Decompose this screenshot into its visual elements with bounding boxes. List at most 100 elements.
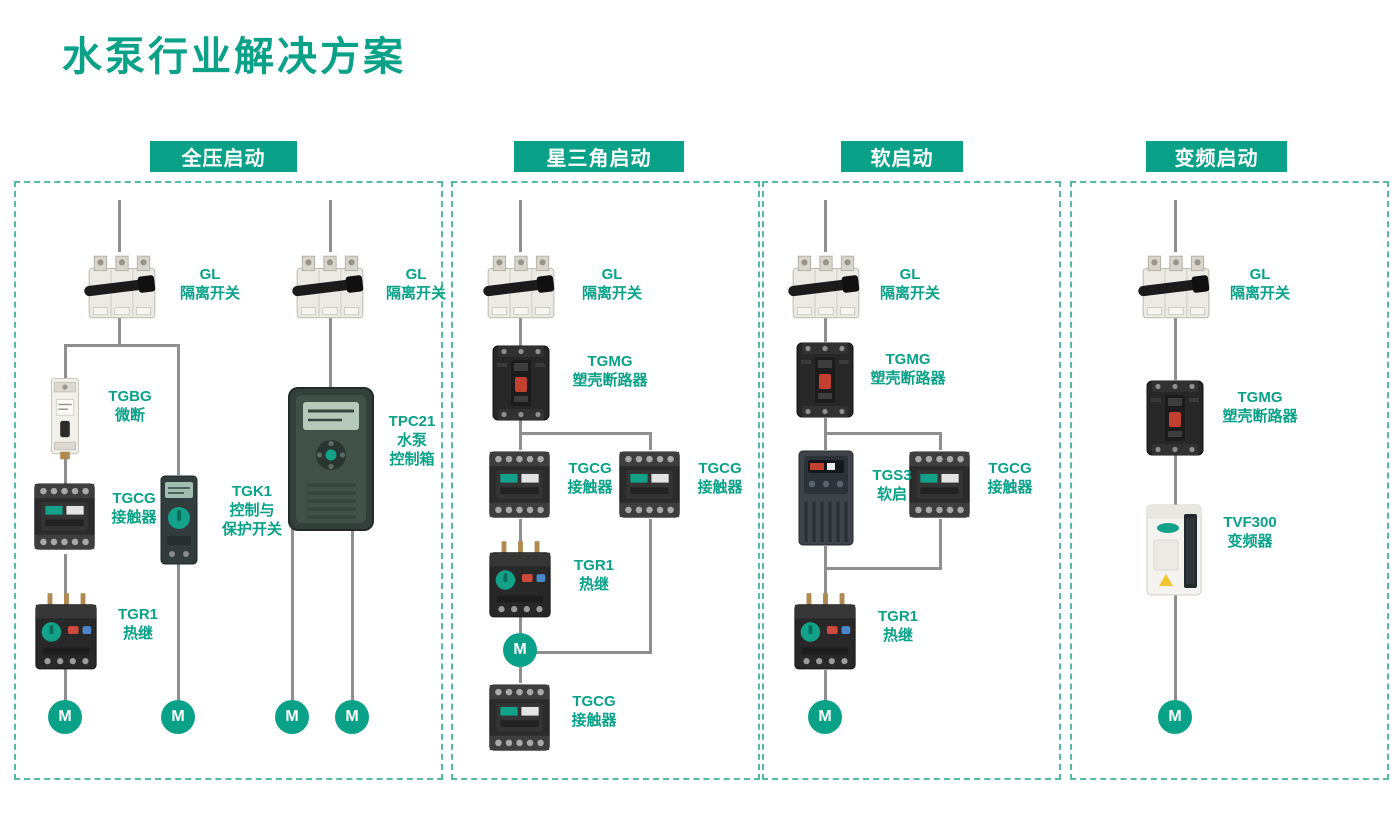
device-desc: 接触器 [571,712,617,730]
device-desc: 接触器 [567,479,613,497]
device-desc: 软启 [876,486,907,504]
device-label: GL 隔离开关 [376,265,456,303]
wire-segment [939,519,942,570]
device-code: TGBG [108,388,152,405]
wire-segment [824,567,942,570]
wire-segment [118,318,121,346]
wire-segment [64,668,67,704]
device-code: TVF300 [1223,514,1277,531]
device-code: GL [405,266,427,283]
motor-badge: M [161,700,195,734]
device-desc: 控制与 保护开关 [221,502,282,539]
wire-segment [329,318,332,388]
wire-segment [1174,455,1177,507]
tgr1-thermal-relay-icon [31,593,101,671]
device-code: TGR1 [117,606,158,623]
device-desc: 隔离开关 [581,285,642,303]
device-label: TGCG 接触器 [684,459,756,497]
device-label: TGR1 热继 [102,605,174,643]
wire-segment [824,200,827,252]
device-code: GL [601,266,623,283]
tgmg-mccb-device [489,343,553,423]
wire-segment [519,318,522,346]
device-code: TGR1 [573,557,614,574]
device-label: TGCG 接触器 [974,459,1046,497]
device-code: TGMG [1237,389,1283,406]
tgmg-mccb-device [1143,378,1207,458]
wire-segment [351,526,354,704]
device-code: GL [199,266,221,283]
section-header-star-delta-start: 星三角启动 [514,141,684,172]
device-code: TGS3 [872,467,912,484]
tgr1-thermal-relay-device [790,593,860,671]
device-code: TGK1 [231,483,272,500]
tpc21-control-box-device [286,385,376,533]
wire-segment [519,432,652,435]
wire-segment [519,432,522,450]
device-code: TGCG [988,460,1032,477]
device-label: TGMG 塑壳断路器 [856,350,960,388]
wire-segment [824,418,827,434]
tgcg-contactor-icon [485,447,554,522]
device-code: TGCG [572,693,616,710]
device-desc: 接触器 [111,509,157,527]
device-code: GL [1249,266,1271,283]
device-desc: 接触器 [987,479,1033,497]
device-desc: 热继 [578,576,609,594]
wire-segment [519,420,522,434]
device-desc: 塑壳断路器 [1222,408,1298,426]
motor-badge: M [1158,700,1192,734]
tgcg-contactor-device [30,479,99,554]
wire-segment [329,200,332,252]
tgr1-thermal-relay-icon [485,541,555,619]
device-label: TPC21 水泵 控制箱 [372,412,452,470]
wire-segment [1174,318,1177,380]
device-desc: 微断 [114,407,145,425]
device-label: TGBG 微断 [94,387,166,425]
device-desc: 塑壳断路器 [572,372,648,390]
wire-segment [64,554,67,598]
device-label: TGMG 塑壳断路器 [558,352,662,390]
device-label: TGCG 接触器 [98,489,170,527]
wire-segment [519,200,522,252]
tgs3-soft-starter-device [796,448,856,548]
device-code: GL [899,266,921,283]
device-label: TGR1 热继 [862,607,934,645]
panel-vfd-start [1070,181,1389,780]
device-desc: 热继 [122,625,153,643]
device-label: TGK1 控制与 保护开关 [208,482,296,540]
wire-segment [824,670,827,704]
device-desc: 隔离开关 [879,285,940,303]
device-desc: 热继 [882,627,913,645]
wire-segment [519,519,522,545]
tgmg-mccb-device [793,340,857,420]
device-code: TPC21 [388,413,436,430]
wire-segment [939,432,942,450]
device-label: TGCG 接触器 [554,459,626,497]
wire-segment [824,432,942,435]
tgcg-contactor-device [485,680,554,755]
wire-segment [824,432,827,450]
wire-segment [177,563,180,703]
device-label: GL 隔离开关 [870,265,950,303]
tgmg-mccb-icon [1143,378,1207,458]
motor-badge: M [808,700,842,734]
device-label: TVF300 变频器 [1206,513,1294,551]
section-header-vfd-start: 变频启动 [1146,141,1287,172]
page-title: 水泵行业解决方案 [62,35,406,79]
tgmg-mccb-icon [489,343,553,423]
wire-segment [177,344,180,475]
tgbg-mcb-icon [38,374,92,460]
device-label: TGCG 接触器 [558,692,630,730]
wire-segment [1174,200,1177,252]
gl-isolator-device [482,250,560,324]
gl-isolator-device [291,250,369,324]
wire-segment [536,651,652,654]
gl-isolator-icon [1137,250,1215,324]
gl-isolator-device [787,250,865,324]
tgs3-soft-starter-icon [796,448,856,548]
tpc21-control-box-icon [286,385,376,533]
device-label: GL 隔离开关 [572,265,652,303]
device-label: TGMG 塑壳断路器 [1208,388,1312,426]
wire-segment [291,526,294,704]
